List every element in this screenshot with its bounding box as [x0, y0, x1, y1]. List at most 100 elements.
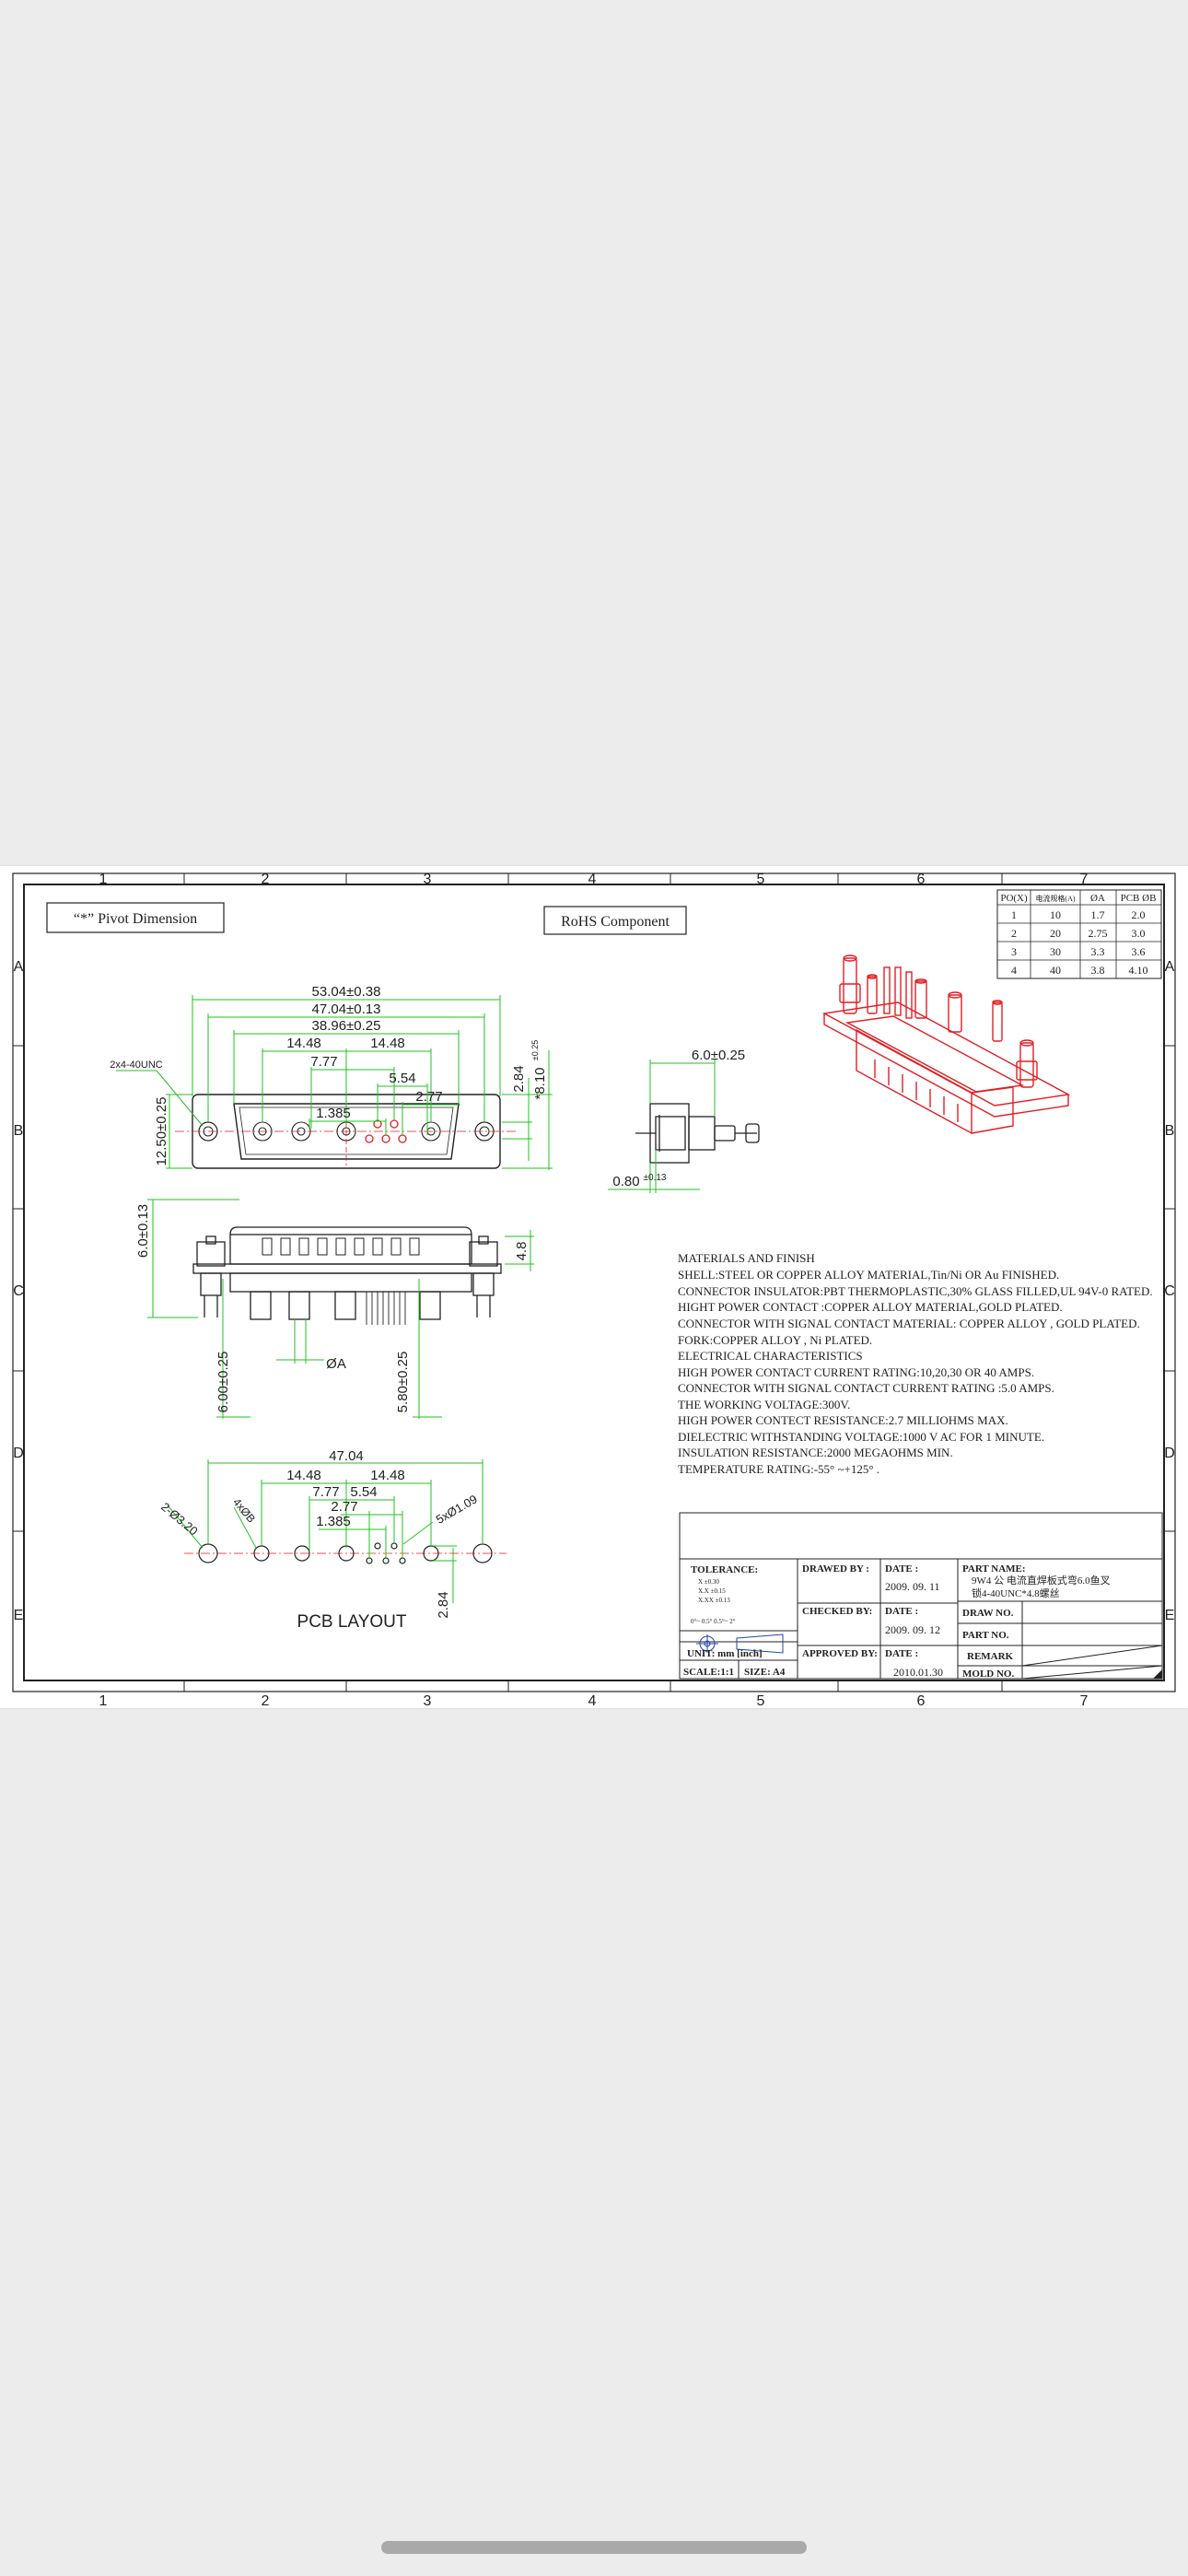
note-line: THE WORKING VOLTAGE:300V.	[678, 1398, 850, 1411]
note-line: MATERIALS AND FINISH	[678, 1251, 815, 1265]
table-header-pcb: PCB ØB	[1121, 893, 1157, 904]
dim-shell-width: 38.96±0.25	[312, 1018, 381, 1034]
projection-symbol-icon	[696, 1633, 784, 1654]
note-line: CONNECTOR INSULATOR:PBT THERMOPLASTIC,30…	[678, 1284, 1153, 1298]
table-cell: 2	[1011, 927, 1017, 940]
drawing-canvas: 1 2 3 4 5 6 7 1 2 3 4 5 6 7 A B C D	[12, 872, 1176, 1708]
table-cell: 3.8	[1091, 964, 1105, 977]
row-label-a-right: A	[1165, 959, 1175, 975]
thread-label: 2x4-40UNC	[110, 1060, 163, 1071]
col-label-3-bottom: 3	[424, 1693, 432, 1708]
tolerance-row: X.XX ±0.13	[698, 1597, 730, 1604]
pcb-dim-right-pitch: 14.48	[370, 1468, 405, 1483]
note-line: HIGH POWER CONTACT CURRENT RATING:10,20,…	[678, 1365, 1034, 1379]
corner-marker-icon	[1153, 1669, 1162, 1679]
part-no-label: PART NO.	[962, 1630, 1009, 1641]
rohs-box	[543, 906, 687, 935]
scale-label: SCALE:1:1	[683, 1667, 734, 1678]
pcb-hole-power: 4xØB	[230, 1495, 258, 1525]
col-label-6: 6	[917, 872, 926, 887]
remark-label: REMARK	[967, 1651, 1014, 1662]
note-line: HIGHT POWER CONTACT :COPPER ALLOY MATERI…	[678, 1300, 1063, 1314]
dim-mount-pitch: 47.04±0.13	[312, 1001, 381, 1017]
dim-side-thickness-tolerance: ±0.13	[644, 1173, 667, 1183]
tolerance-angle: 0°~ 0.5° 0.5°~ 2°	[691, 1618, 736, 1625]
pcb-layout-title: PCB LAYOUT	[297, 1612, 407, 1632]
date-drawn: 2009. 09. 11	[885, 1580, 940, 1593]
unit-label: UNIT: mm [inch]	[687, 1648, 763, 1659]
table-cell: 3.0	[1132, 927, 1146, 940]
date-approved: 2010.01.30	[893, 1666, 943, 1679]
table-cell: 2.75	[1089, 927, 1108, 940]
current-spec-table: PO(X) 电流规格(A) ØA PCB ØB 1 10 1.7 2.0 2 2…	[996, 889, 1162, 979]
dim-4-8: 4.8	[514, 1242, 530, 1261]
dim-overall-width: 53.04±0.38	[312, 984, 381, 1000]
note-line: CONNECTOR WITH SIGNAL CONTACT MATERIAL: …	[678, 1317, 1140, 1330]
row-label-c: C	[13, 1283, 24, 1299]
checked-by-label: CHECKED BY:	[802, 1606, 872, 1617]
table-cell: 4	[1011, 964, 1017, 977]
row-label-b-right: B	[1165, 1123, 1175, 1139]
table-cell: 4.10	[1129, 964, 1148, 977]
dim-7-77: 7.77	[310, 1054, 337, 1070]
dim-height: 12.50±0.25	[154, 1097, 169, 1166]
dim-side-thickness: 0.80	[612, 1174, 639, 1189]
pcb-dim-1-385: 1.385	[316, 1514, 351, 1529]
col-label-2: 2	[262, 872, 270, 887]
table-header-phia: ØA	[1090, 893, 1105, 904]
table-cell: 2.0	[1132, 908, 1146, 921]
draw-no-label: DRAW NO.	[962, 1608, 1014, 1619]
tolerance-label: TOLERANCE:	[691, 1564, 758, 1575]
table-cell: 20	[1050, 927, 1061, 940]
connector-3d-render	[821, 954, 1071, 1135]
front-view-dimensions	[116, 995, 553, 1170]
dim-2-84: 2.84	[511, 1065, 527, 1092]
note-line: DIELECTRIC WITHSTANDING VOLTAGE:1000 V A…	[678, 1430, 1044, 1444]
col-label-5: 5	[757, 872, 765, 887]
dim-left-pin: 6.00±0.25	[215, 1352, 231, 1413]
tolerance-row: X ±0.30	[698, 1578, 719, 1586]
col-label-2-bottom: 2	[262, 1693, 270, 1708]
engineering-drawing-page: 1 2 3 4 5 6 7 1 2 3 4 5 6 7 A B C D	[0, 866, 1188, 1708]
pivot-dimension-label: “*” Pivot Dimension	[74, 911, 197, 927]
col-label-5-bottom: 5	[757, 1693, 765, 1708]
pcb-dim-2-77: 2.77	[331, 1499, 357, 1515]
size-label: SIZE: A4	[744, 1667, 786, 1678]
pcb-layout	[184, 1542, 507, 1564]
row-label-c-right: C	[1164, 1283, 1175, 1299]
col-label-3: 3	[424, 872, 432, 887]
row-label-e: E	[14, 1608, 24, 1623]
col-label-4: 4	[588, 872, 597, 887]
bottom-view-dimensions	[147, 1199, 534, 1419]
col-label-6-bottom: 6	[917, 1693, 926, 1708]
note-line: CONNECTOR WITH SIGNAL CONTACT CURRENT RA…	[678, 1381, 1054, 1395]
col-label-1-bottom: 1	[99, 1693, 108, 1708]
rohs-label: RoHS Component	[561, 914, 670, 930]
tolerance-row: X.X ±0.15	[698, 1587, 726, 1595]
col-label-7: 7	[1080, 872, 1089, 887]
bottom-view	[192, 1226, 502, 1325]
home-indicator[interactable]	[381, 2541, 807, 2554]
date-label: DATE :	[885, 1648, 918, 1659]
note-line: INSULATION RESISTANCE:2000 MEGAOHMS MIN.	[678, 1446, 953, 1459]
note-line: HIGH POWER CONTECT RESISTANCE:2.7 MILLIO…	[678, 1413, 1008, 1427]
note-line: SHELL:STEEL OR COPPER ALLOY MATERIAL,Tin…	[678, 1268, 1059, 1282]
zone-ticks	[13, 873, 1175, 1692]
table-cell: 30	[1050, 945, 1061, 958]
materials-notes: MATERIALS AND FINISH SHELL:STEEL OR COPP…	[678, 1251, 1153, 1476]
dim-5-54: 5.54	[389, 1071, 415, 1086]
table-header-current: 电流规格(A)	[1035, 894, 1075, 903]
pivot-dimension-box	[46, 902, 225, 933]
dim-2-77: 2.77	[415, 1089, 442, 1105]
part-name-label: PART NAME:	[962, 1563, 1026, 1575]
drawn-by-label: DRAWED BY :	[802, 1563, 869, 1575]
note-line: ELECTRICAL CHARACTERISTICS	[678, 1349, 863, 1363]
dim-left-pitch: 14.48	[286, 1036, 321, 1051]
outer-frame	[12, 872, 1176, 1692]
side-view-dimensions	[608, 1060, 716, 1193]
part-name-line1: 9W4 公 电流直焊板式弯6.0鱼叉	[972, 1574, 1111, 1587]
pcb-hole-signal: 5xØ1.09	[434, 1492, 480, 1527]
col-label-7-bottom: 7	[1080, 1693, 1089, 1708]
col-label-1: 1	[99, 872, 108, 887]
note-line: FORK:COPPER ALLOY , Ni PLATED.	[678, 1333, 872, 1347]
